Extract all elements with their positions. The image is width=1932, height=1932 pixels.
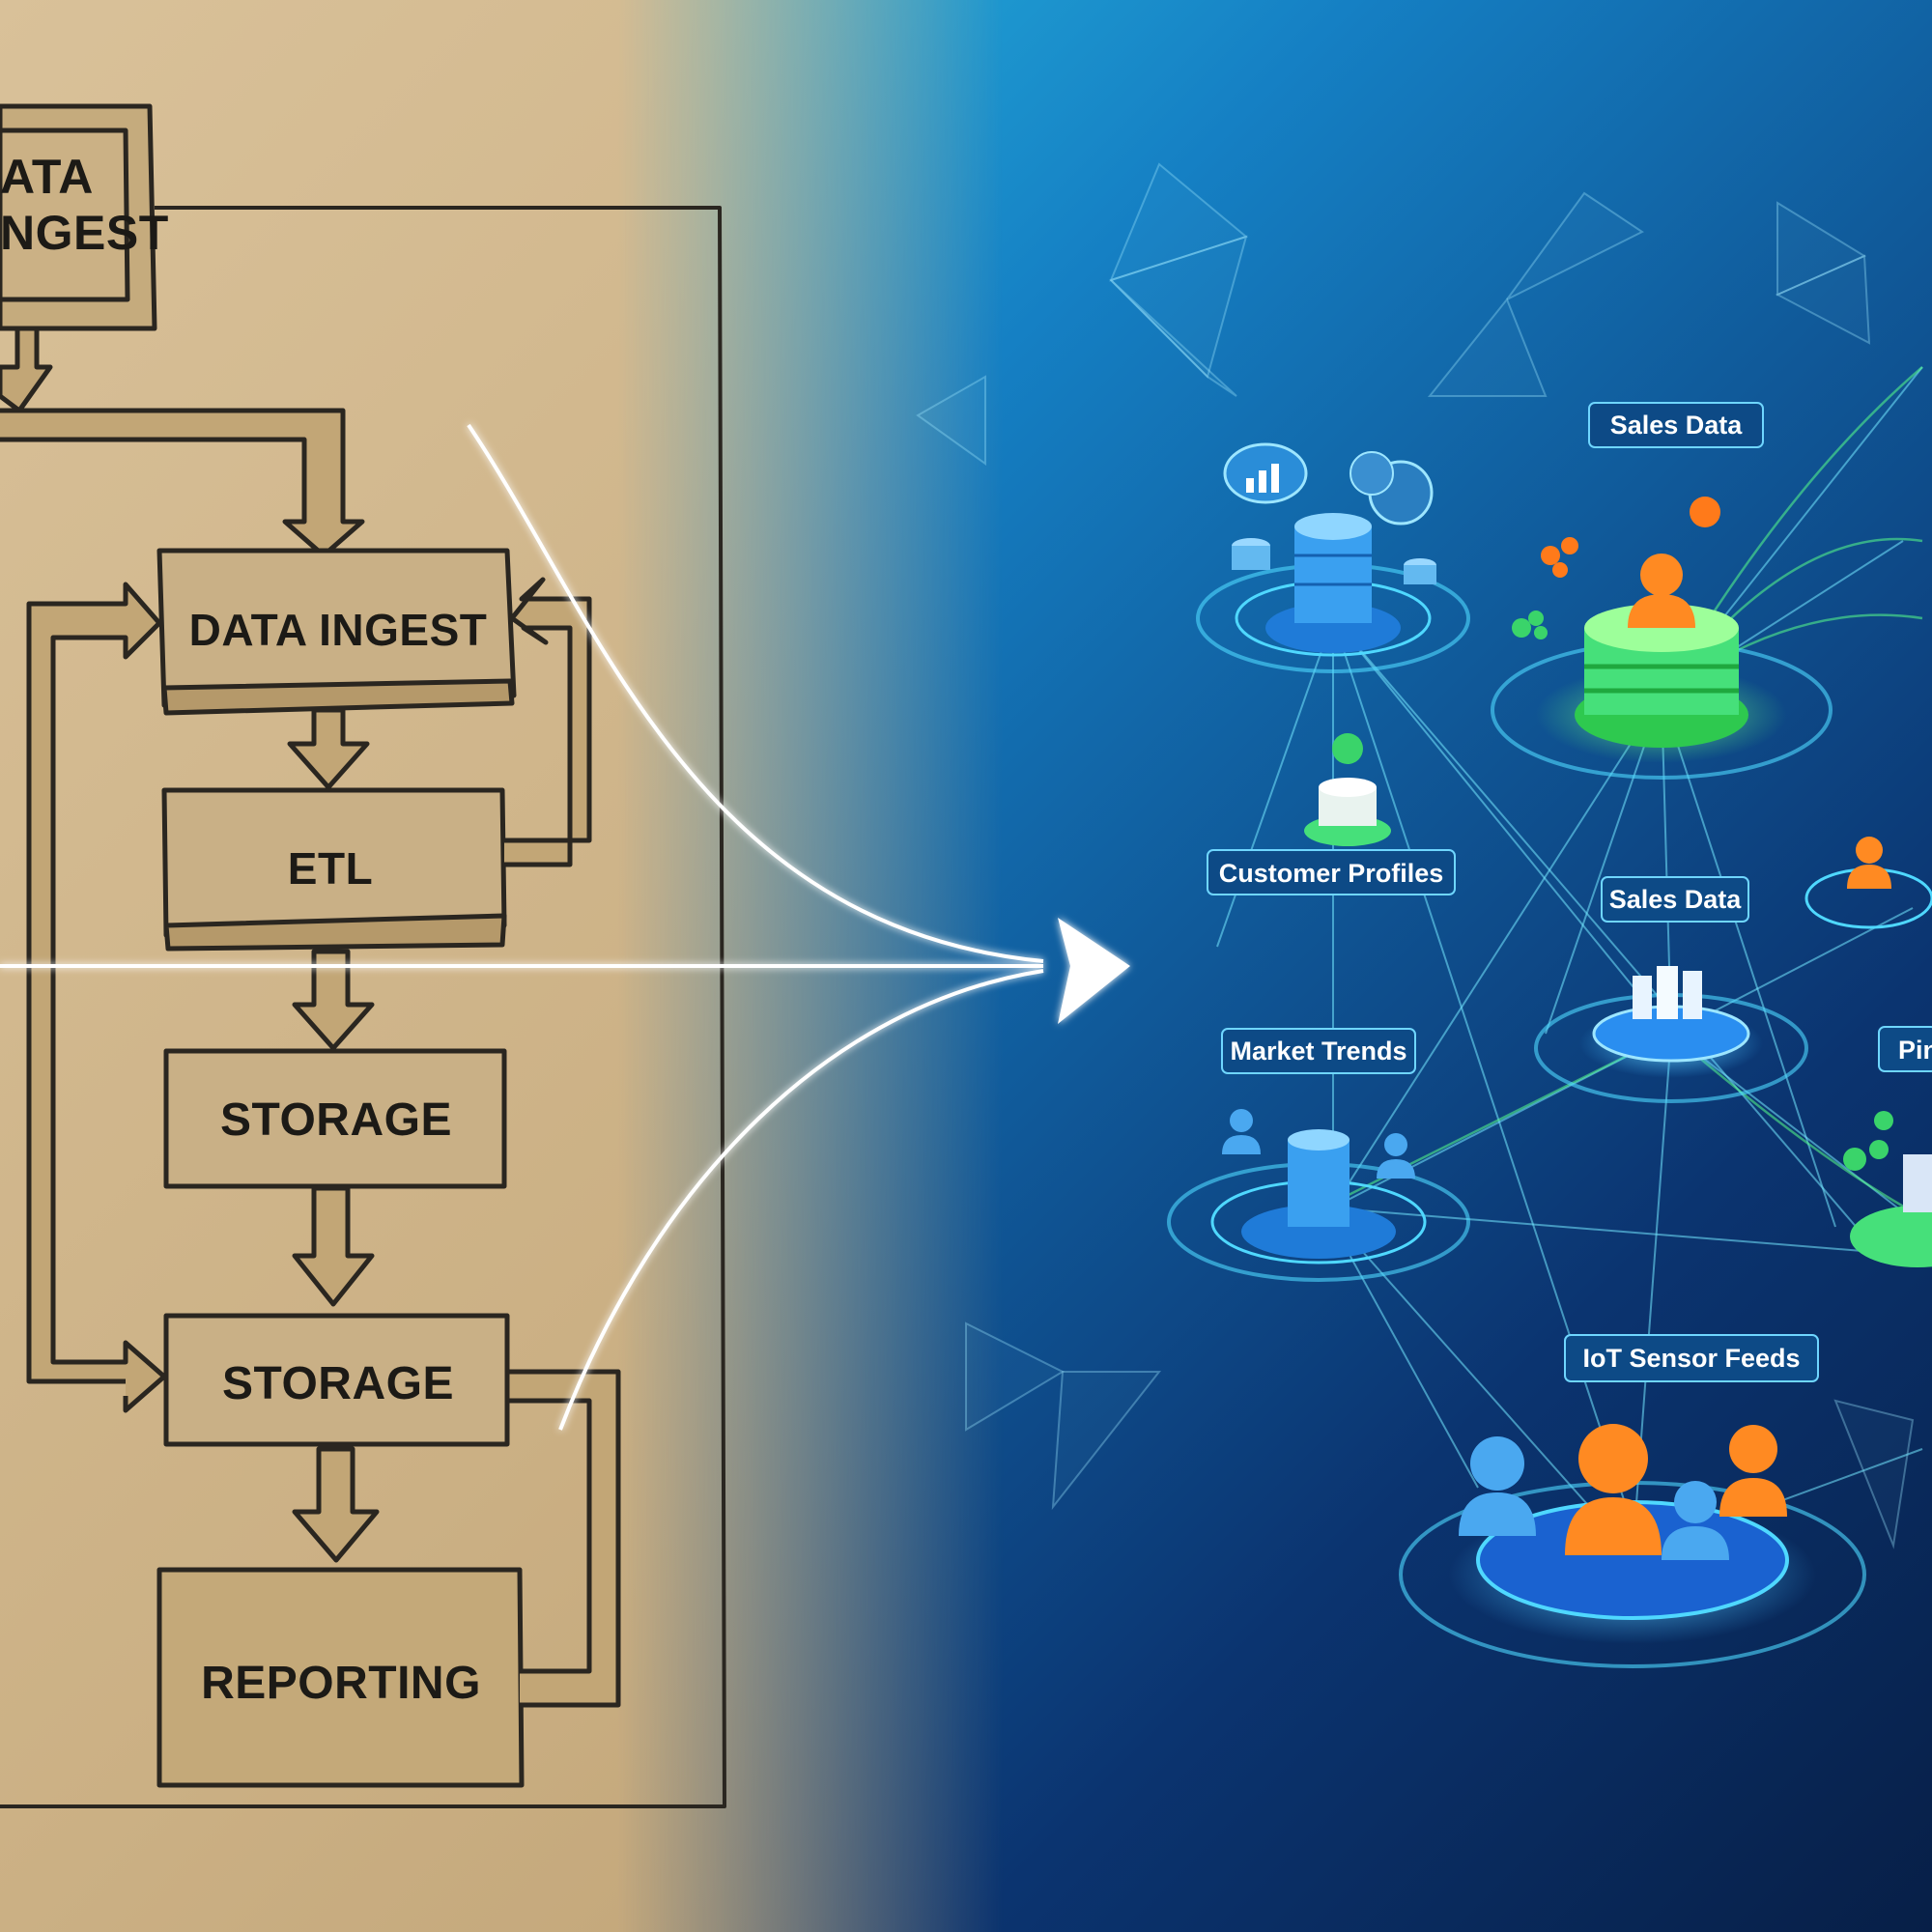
- flow-box-storage-2: STORAGE: [222, 1358, 454, 1409]
- tag-label: Sales Data: [1610, 411, 1744, 440]
- top-box-label-line2: NGEST: [0, 206, 169, 260]
- tag-sales-data-middle: Sales Data: [1601, 876, 1749, 923]
- chart-bubble-icon: [1223, 442, 1308, 504]
- tag-label: IoT Sensor Feeds: [1582, 1344, 1800, 1373]
- tag-label: Pin: [1898, 1036, 1932, 1065]
- tag-customer-profiles: Customer Profiles: [1207, 849, 1456, 895]
- green-plant-node: [1304, 733, 1391, 846]
- transition-arrow-icon: [1058, 918, 1130, 1024]
- top-box-label-line1: ATA: [0, 150, 94, 204]
- flow-box-data-ingest: DATA INGEST: [189, 605, 488, 655]
- server-hub-node: [1534, 966, 1808, 1103]
- tag-label: Customer Profiles: [1219, 859, 1444, 888]
- flow-box-etl: ETL: [288, 843, 373, 894]
- flowchart: [0, 103, 726, 1808]
- tag-sales-data-top: Sales Data: [1588, 402, 1764, 448]
- polygon-mesh: [916, 162, 1915, 1549]
- flow-box-reporting: REPORTING: [201, 1658, 481, 1709]
- users-platform-node: [1399, 1424, 1866, 1668]
- orange-molecule-icon: [1541, 497, 1720, 578]
- green-database-node: [1491, 554, 1833, 780]
- database-people-node: [1167, 1109, 1470, 1282]
- orange-person-node: [1804, 837, 1932, 929]
- tag-market-trends: Market Trends: [1221, 1028, 1416, 1074]
- tag-label: Sales Data: [1609, 885, 1743, 914]
- tag-label: Market Trends: [1230, 1037, 1406, 1065]
- flow-box-storage-1: STORAGE: [220, 1094, 452, 1146]
- tag-pin-partial: Pin: [1878, 1026, 1932, 1072]
- gear-cloud-icon: [1350, 451, 1434, 526]
- tag-iot-sensor-feeds: IoT Sensor Feeds: [1564, 1334, 1819, 1382]
- green-platform-node: [1843, 1111, 1932, 1267]
- database-node: [1196, 513, 1470, 673]
- transition-streams: [0, 423, 1044, 1431]
- green-molecule-icon: [1512, 611, 1548, 639]
